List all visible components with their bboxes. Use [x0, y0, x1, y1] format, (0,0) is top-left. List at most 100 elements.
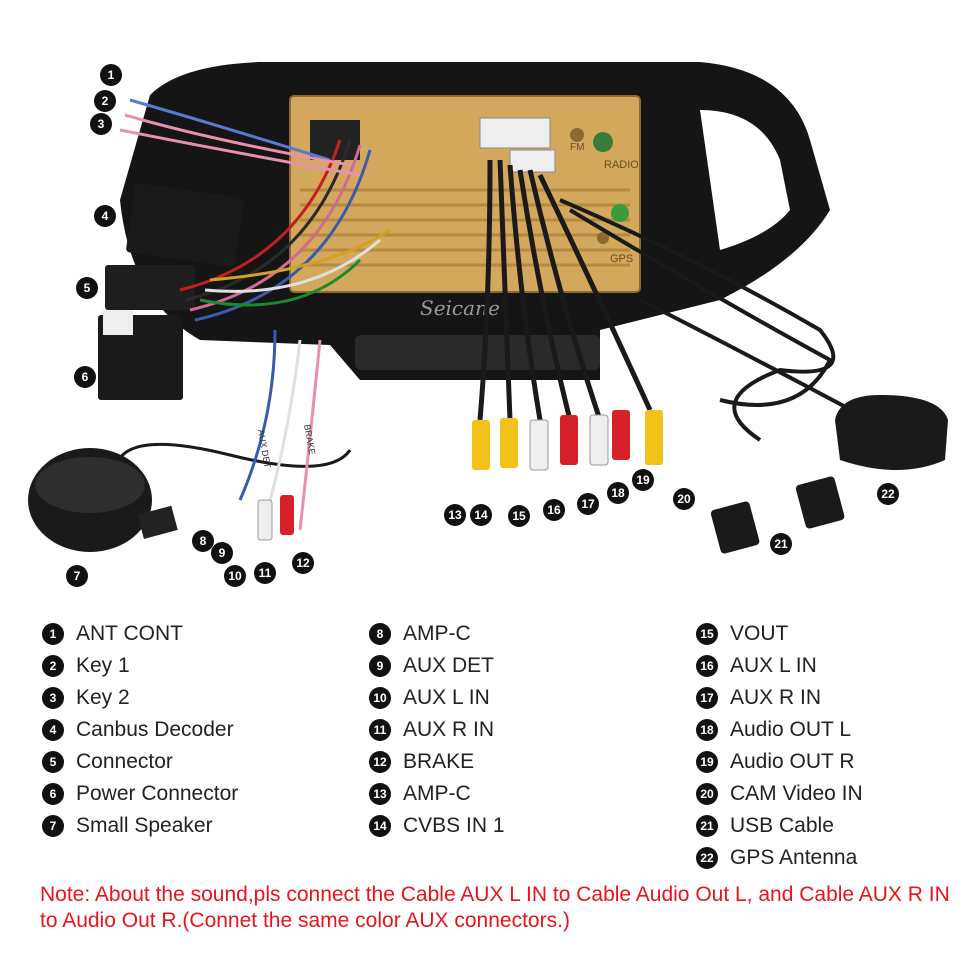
- marker-2: 2: [94, 90, 116, 112]
- marker-1: 1: [100, 64, 122, 86]
- aux-r-plug: [280, 495, 294, 535]
- legend-label: AUX R IN: [730, 686, 822, 709]
- marker-15: 15: [508, 505, 530, 527]
- legend-label: VOUT: [730, 622, 789, 645]
- legend-label: AMP-C: [403, 782, 471, 805]
- legend-item: 22 GPS Antenna: [696, 842, 863, 874]
- legend-label: Audio OUT L: [730, 718, 852, 741]
- legend-label: GPS Antenna: [730, 846, 858, 869]
- marker-22: 22: [877, 483, 899, 505]
- fm-label: FM: [570, 142, 584, 153]
- legend-label: AUX L IN: [403, 686, 490, 709]
- legend-label: AUX L IN: [730, 654, 817, 677]
- legend-label: Power Connector: [76, 782, 239, 805]
- legend-item: 19 Audio OUT R: [696, 746, 863, 778]
- radio-jack: [593, 132, 613, 152]
- speaker-grille: [35, 457, 145, 513]
- marker-18: 18: [607, 482, 629, 504]
- legend-label: Key 2: [76, 686, 130, 709]
- legend-badge: 22: [696, 847, 718, 869]
- marker-13: 13: [444, 504, 466, 526]
- legend-badge: 7: [42, 815, 64, 837]
- screw-1: [570, 128, 584, 142]
- marker-19: 19: [632, 469, 654, 491]
- rca-plugs: [472, 410, 663, 471]
- legend-badge: 14: [369, 815, 391, 837]
- legend-item: 13 AMP-C: [369, 778, 505, 810]
- marker-5: 5: [76, 277, 98, 299]
- legend-label: Key 1: [76, 654, 130, 677]
- legend-badge: 2: [42, 655, 64, 677]
- legend-item: 20 CAM Video IN: [696, 778, 863, 810]
- legend-item: 18 Audio OUT L: [696, 714, 863, 746]
- legend-label: ANT CONT: [76, 622, 183, 645]
- legend-label: AMP-C: [403, 622, 471, 645]
- left-cables: [238, 329, 322, 531]
- right-cables: [559, 198, 871, 442]
- canbus-decoder: [126, 183, 244, 267]
- legend-badge: 3: [42, 687, 64, 709]
- legend-badge: 6: [42, 783, 64, 805]
- stereo-slot: [355, 335, 600, 370]
- legend-badge: 15: [696, 623, 718, 645]
- panel-connector-center-2: [509, 149, 556, 173]
- connector-block: [105, 265, 195, 310]
- legend-label: BRAKE: [403, 750, 475, 773]
- legend-label: AUX DET: [403, 654, 495, 677]
- legend-badge: 18: [696, 719, 718, 741]
- legend-badge: 8: [369, 623, 391, 645]
- aux-l-plug: [257, 499, 273, 541]
- brake-tag: BRAKE: [302, 424, 317, 456]
- marker-6: 6: [74, 366, 96, 388]
- legend-item: 21 USB Cable: [696, 810, 863, 842]
- legend-item: 10 AUX L IN: [369, 682, 505, 714]
- legend-label: USB Cable: [730, 814, 834, 837]
- legend-badge: 13: [369, 783, 391, 805]
- legend-badge: 4: [42, 719, 64, 741]
- marker-16: 16: [543, 499, 565, 521]
- legend-item: 15 VOUT: [696, 618, 863, 650]
- speaker-bracket: [137, 505, 178, 539]
- marker-10: 10: [224, 565, 246, 587]
- gps-antenna: [835, 395, 948, 470]
- legend-item: 1 ANT CONT: [42, 618, 238, 650]
- marker-20: 20: [673, 488, 695, 510]
- legend-badge: 11: [369, 719, 391, 741]
- legend-badge: 5: [42, 751, 64, 773]
- legend-item: 6 Power Connector: [42, 778, 238, 810]
- marker-12: 12: [292, 552, 314, 574]
- usb-plug-2: [795, 476, 845, 529]
- legend-item: 2 Key 1: [42, 650, 238, 682]
- legend-badge: 12: [369, 751, 391, 773]
- legend-badge: 21: [696, 815, 718, 837]
- marker-3: 3: [90, 113, 112, 135]
- legend-label: Audio OUT R: [730, 750, 855, 773]
- radio-label: RADIO: [604, 159, 639, 171]
- gps-jack: [611, 204, 629, 222]
- legend-badge: 20: [696, 783, 718, 805]
- marker-11: 11: [254, 562, 276, 584]
- legend-label: CAM Video IN: [730, 782, 863, 805]
- legend-badge: 16: [696, 655, 718, 677]
- power-connector-label: [103, 310, 133, 335]
- legend-item: 16 AUX L IN: [696, 650, 863, 682]
- legend-label: AUX R IN: [403, 718, 495, 741]
- legend-badge: 19: [696, 751, 718, 773]
- legend-item: 12 BRAKE: [369, 746, 505, 778]
- marker-21: 21: [770, 533, 792, 555]
- gps-label: GPS: [610, 253, 633, 265]
- legend-badge: 10: [369, 687, 391, 709]
- rca-cables: [477, 159, 653, 421]
- legend-label: CVBS IN 1: [403, 814, 505, 837]
- legend-badge: 17: [696, 687, 718, 709]
- legend-badge: 1: [42, 623, 64, 645]
- legend-label: Small Speaker: [76, 814, 213, 837]
- legend-item: 3 Key 2: [42, 682, 238, 714]
- harness-wires: [119, 98, 391, 322]
